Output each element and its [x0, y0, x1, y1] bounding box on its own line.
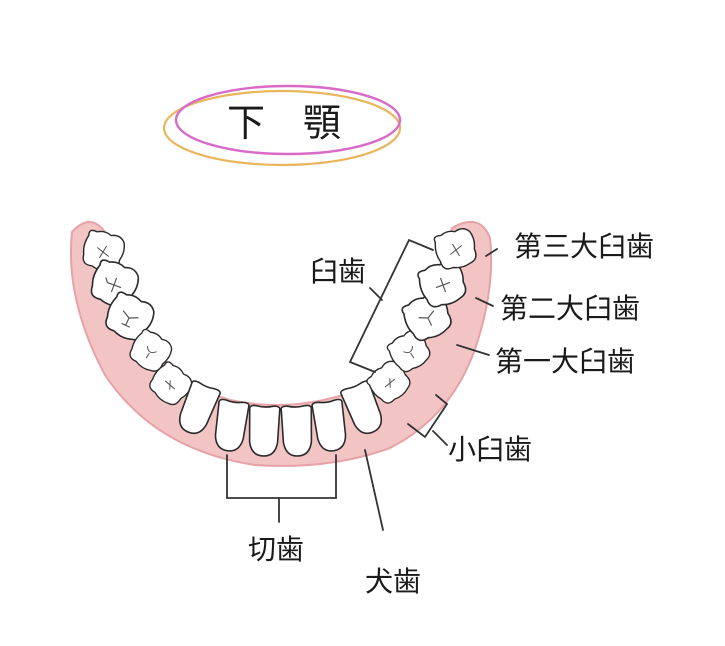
- fissure-mark: [145, 345, 157, 359]
- teeth-left: [78, 227, 222, 439]
- tooth-second-molar-left: [85, 256, 143, 313]
- tooth-second-molar-right: [414, 256, 472, 313]
- label-molars: 臼歯: [310, 255, 366, 288]
- label-incisors: 切歯: [248, 533, 304, 566]
- title-group: 下 顎: [162, 84, 402, 167]
- tooth-third-molar-right: [431, 225, 481, 274]
- fissure-mark: [403, 345, 415, 359]
- label-third-molar: 第三大臼歯: [514, 230, 654, 263]
- fissure-mark: [450, 243, 462, 257]
- label-first-molar: 第一大臼歯: [495, 345, 635, 378]
- teeth-right: [339, 225, 481, 439]
- fissure-mark: [384, 378, 396, 388]
- tooth-crown: [247, 404, 281, 458]
- molars-leader: [369, 287, 383, 301]
- labels: 第三大臼歯 第二大臼歯 第一大臼歯 小臼歯 臼歯 切歯 犬歯: [248, 230, 654, 598]
- tooth-first-premolar-left: [144, 357, 198, 411]
- tooth-central-incisor-left: [247, 404, 281, 458]
- label-canine: 犬歯: [365, 565, 421, 598]
- fissure-mark: [435, 277, 451, 293]
- first-molar-leader: [456, 344, 490, 356]
- title-ellipse-pink: [174, 84, 402, 156]
- incisors-bracket: [226, 454, 337, 499]
- label-second-molar: 第二大臼歯: [500, 292, 640, 325]
- fissure-mark: [105, 277, 122, 293]
- molars-bracket: [348, 238, 434, 373]
- tooth-second-premolar-left: [124, 325, 177, 378]
- premolars-bracket: [407, 394, 449, 439]
- premolars-leader: [432, 430, 448, 446]
- fissure-mark: [164, 380, 176, 390]
- canine-leader: [364, 449, 384, 531]
- fissure-mark: [418, 310, 435, 326]
- tooth-crown: [280, 404, 314, 458]
- fissure-mark: [97, 245, 109, 259]
- label-premolars: 小臼歯: [448, 433, 532, 466]
- title-ellipse-orange: [162, 89, 402, 167]
- second-molar-leader: [475, 297, 494, 307]
- tooth-third-molar-left: [78, 227, 128, 276]
- page-title: 下 顎: [227, 101, 341, 145]
- tooth-first-molar-left: [99, 287, 160, 347]
- third-molar-leader: [485, 248, 498, 257]
- tooth-first-premolar-right: [362, 355, 416, 409]
- tooth-second-premolar-right: [383, 325, 436, 378]
- annotation-lines: [226, 238, 498, 531]
- tooth-first-molar-right: [397, 287, 458, 347]
- fissure-mark: [121, 310, 139, 328]
- tooth-central-incisor-right: [280, 404, 314, 458]
